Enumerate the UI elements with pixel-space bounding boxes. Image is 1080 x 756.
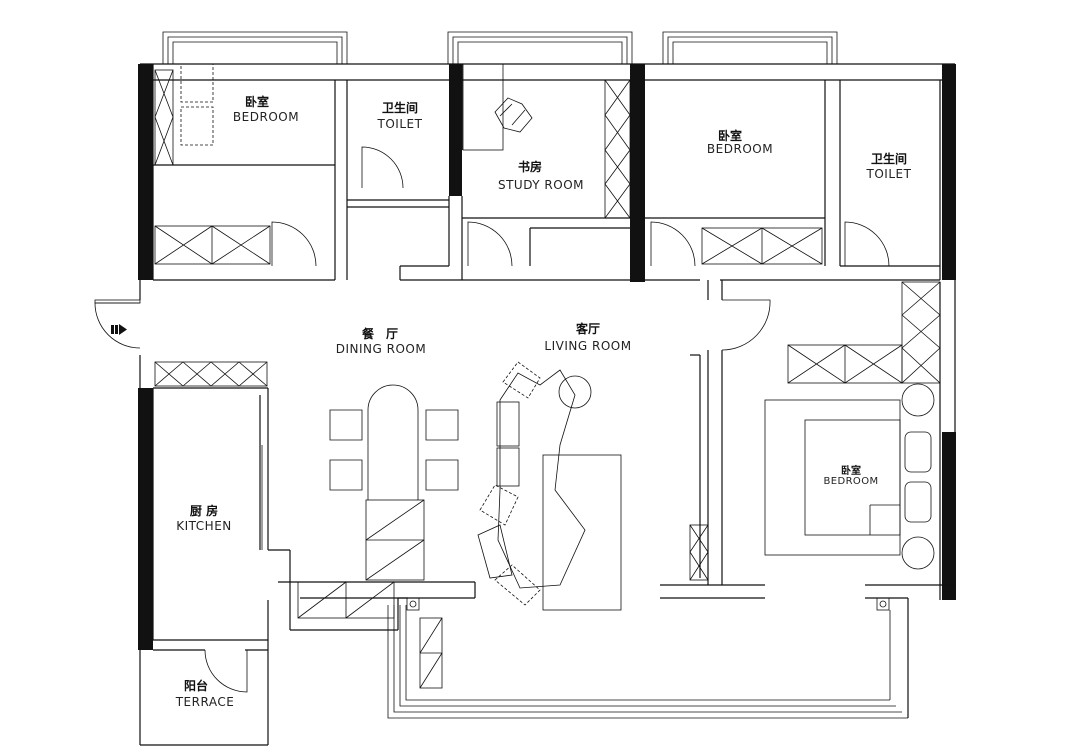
label-en: TOILET [866, 167, 912, 181]
label-cn: 厨 房 [190, 503, 218, 518]
room-label-dining: 餐 厅 DINING ROOM [336, 326, 426, 356]
label-cn: 卫生间 [382, 100, 418, 115]
wardrobes [154, 69, 941, 689]
sofa-and-rug [477, 361, 622, 611]
label-cn: 卧室 [841, 464, 861, 477]
label-en: LIVING ROOM [544, 339, 631, 353]
room-label-terrace: 阳台 TERRACE [175, 678, 235, 709]
label-cn: 餐 厅 [362, 326, 398, 341]
label-en: TERRACE [175, 695, 235, 709]
label-en: BEDROOM [824, 476, 879, 487]
label-en: STUDY ROOM [498, 178, 584, 192]
room-label-kitchen: 厨 房 KITCHEN [176, 503, 232, 533]
label-en: KITCHEN [176, 519, 232, 533]
floor-drains [406, 597, 890, 611]
bed-east [764, 383, 935, 570]
label-cn: 卧室 [245, 94, 269, 109]
doors [94, 146, 890, 693]
study-chair [494, 97, 533, 133]
room-label-study: 书房 STUDY ROOM [498, 159, 584, 192]
room-label-toilet-n: 卫生间 TOILET [377, 100, 423, 131]
label-en: BEDROOM [707, 142, 773, 156]
bay-windows [162, 31, 838, 64]
entrance-arrow-icon [111, 324, 127, 335]
room-label-bedroom-nw: 卧室 BEDROOM [233, 94, 299, 124]
room-label-bedroom-e: 卧室 BEDROOM [824, 464, 879, 487]
bed-nw [180, 63, 214, 146]
room-label-bedroom-ne: 卧室 BEDROOM [707, 128, 773, 156]
label-en: DINING ROOM [336, 342, 426, 356]
room-label-living: 客厅 LIVING ROOM [544, 321, 631, 353]
interior-walls [153, 63, 955, 719]
label-cn: 卧室 [718, 128, 742, 143]
exterior-walls [139, 63, 956, 746]
label-en: BEDROOM [233, 110, 299, 124]
label-en: TOILET [377, 117, 423, 131]
label-cn: 卫生间 [871, 151, 907, 166]
dining-chairs [329, 409, 459, 491]
structural-columns [138, 64, 956, 650]
label-cn: 客厅 [575, 321, 600, 336]
dining-table [365, 384, 425, 581]
label-cn: 阳台 [184, 678, 208, 693]
room-label-toilet-ne: 卫生间 TOILET [866, 151, 912, 181]
label-cn: 书房 [518, 159, 542, 174]
